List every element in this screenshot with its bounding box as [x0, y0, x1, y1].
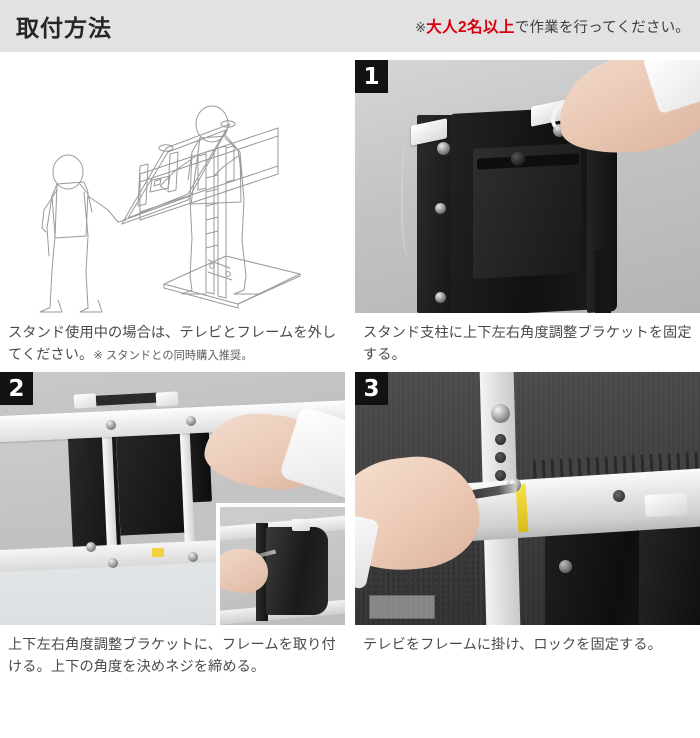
- bracket-top-bar: [95, 392, 165, 406]
- step-cell-1: 1 スタンド支柱に上下左右角度調整ブラケットを固定する。: [355, 60, 700, 366]
- steps-grid: スタンド使用中の場合は、テレビとフレームを外してください。※ スタンドとの同時購…: [0, 52, 700, 678]
- photo-background: [355, 60, 700, 313]
- post-bolt: [491, 404, 510, 424]
- yellow-sticker-label: [151, 547, 165, 558]
- note-warning-text: 大人2名以上: [426, 19, 515, 36]
- post-hole: [495, 452, 506, 464]
- screw-part: [86, 542, 96, 553]
- note-rest-text: で作業を行ってください。: [514, 20, 690, 36]
- inset-cover-part: [266, 527, 328, 616]
- step-number-badge-3: 3: [355, 372, 388, 406]
- step-number-badge-1: 1: [355, 60, 388, 93]
- person-left-figure: [39, 154, 127, 313]
- screw-part: [559, 560, 572, 574]
- stand-removal-illustration: [0, 60, 345, 313]
- white-cap-right: [155, 391, 179, 407]
- bolt-part: [435, 203, 446, 214]
- step-caption-3: テレビをフレームに掛け、ロックを固定する。: [355, 625, 700, 657]
- caption-main-text: スタンド支柱に上下左右角度調整ブラケットを固定する。: [363, 325, 692, 363]
- page-header: 取付方法 ※大人2名以上で作業を行ってください。: [0, 0, 700, 52]
- safety-note: ※大人2名以上で作業を行ってください。: [415, 15, 690, 37]
- photo-tv-lock-fix: 3: [355, 372, 700, 626]
- bolt-part: [435, 292, 446, 303]
- step-cell-3: 3 テレビをフレームに掛け、ロックを固定する。: [355, 372, 700, 678]
- page-title: 取付方法: [16, 15, 112, 41]
- step-caption-intro: スタンド使用中の場合は、テレビとフレームを外してください。※ スタンドとの同時購…: [0, 313, 345, 366]
- caption-main-text: テレビをフレームに掛け、ロックを固定する。: [363, 637, 662, 654]
- tv-panel-drawing: [121, 120, 236, 225]
- photo-bracket-on-pillar: 1: [355, 60, 700, 313]
- cable-part: [401, 136, 419, 256]
- screw-part: [186, 416, 196, 427]
- screw-part: [106, 420, 116, 431]
- screw-part: [108, 558, 118, 569]
- step-caption-1: スタンド支柱に上下左右角度調整ブラケットを固定する。: [355, 313, 700, 366]
- bracket-knob-part: [511, 152, 525, 166]
- inset-white-cap: [292, 519, 310, 532]
- tv-warning-label: [369, 595, 435, 620]
- step-cell-2: 2 上下左右角度調整ブラケットに、フレームを取り付ける。上下の角度を決めネジを締…: [0, 372, 345, 678]
- inset-hand-part: [220, 549, 268, 594]
- caption-small-text: ※ スタンドとの同時購入推奨。: [93, 349, 253, 362]
- photo-background: [0, 372, 345, 626]
- screw-part: [188, 552, 198, 563]
- note-asterisk-icon: ※: [415, 20, 427, 35]
- post-hole: [495, 470, 506, 482]
- inset-detail-photo: [216, 503, 345, 626]
- caption-main-text: 上下左右角度調整ブラケットに、フレームを取り付ける。上下の角度を決めネジを締める…: [8, 637, 336, 675]
- white-cap-left: [73, 393, 97, 409]
- white-cap-right: [644, 493, 688, 518]
- tv-stand-drawing: [139, 127, 301, 309]
- post-hole: [495, 434, 506, 446]
- bracket-leg-part: [595, 250, 611, 313]
- step-cell-intro: スタンド使用中の場合は、テレビとフレームを外してください。※ スタンドとの同時購…: [0, 60, 345, 366]
- step-caption-2: 上下左右角度調整ブラケットに、フレームを取り付ける。上下の角度を決めネジを締める…: [0, 625, 345, 678]
- step-number-badge-2: 2: [0, 372, 33, 406]
- bolt-part: [437, 142, 450, 155]
- caption-main-text: スタンド使用中の場合は、テレビとフレームを外してください。: [8, 325, 337, 363]
- photo-background: [355, 372, 700, 626]
- photo-frame-to-bracket: 2: [0, 372, 345, 626]
